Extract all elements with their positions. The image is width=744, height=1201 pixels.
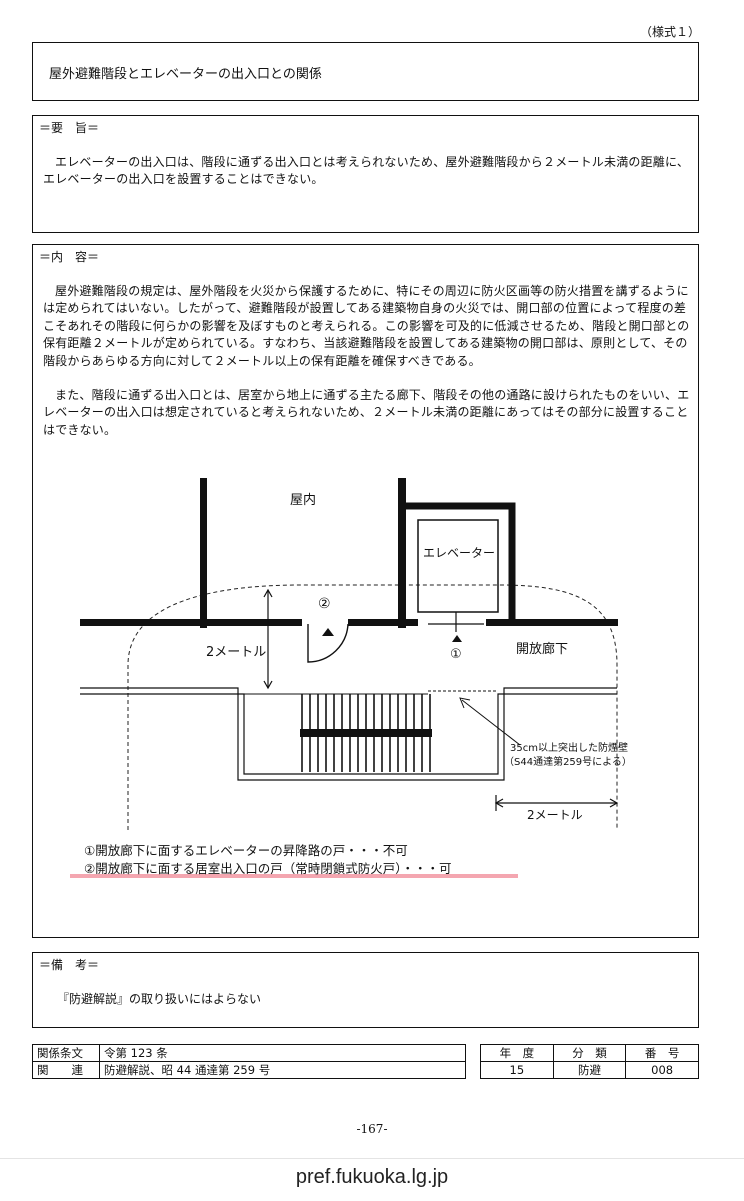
stair-outline bbox=[80, 693, 617, 775]
content-paragraph-1: 屋外避難階段の規定は、屋外階段を火災から保護するために、特にその周辺に防火区画等… bbox=[43, 284, 690, 368]
smoke-wall-label: 35cm以上突出した防煙壁 bbox=[510, 743, 628, 754]
smoke-wall-reference: （S44通達第259号による） bbox=[504, 757, 632, 768]
form-label: （様式１） bbox=[640, 25, 701, 39]
table-value: 15 bbox=[480, 1061, 554, 1079]
table-row: 関係条文 令第 123 条 bbox=[32, 1044, 466, 1062]
url-label[interactable]: pref.fukuoka.lg.jp bbox=[295, 1166, 449, 1188]
corridor-wall bbox=[348, 619, 418, 626]
table-header: 分 類 bbox=[552, 1044, 627, 1062]
title-box: 屋外避難階段とエレベーターの出入口との関係 bbox=[32, 42, 699, 101]
classification-table: 年 度 分 類 番 号 15 防避 008 bbox=[480, 1044, 699, 1079]
marker-triangle-2 bbox=[322, 628, 334, 636]
table-header: 番 号 bbox=[625, 1044, 699, 1062]
table-row: 15 防避 008 bbox=[480, 1061, 699, 1079]
marker-triangle-1 bbox=[452, 635, 462, 642]
distance-label-left: 2メートル bbox=[206, 645, 267, 660]
indoor-wall-left bbox=[200, 478, 207, 628]
page-title: 屋外避難階段とエレベーターの出入口との関係 bbox=[49, 67, 322, 82]
corridor-wall bbox=[486, 619, 618, 626]
floor-plan-diagram bbox=[70, 478, 619, 878]
content-paragraph-2: また、階段に通ずる出入口とは、居室から地上に通ずる主たる廊下、階段その他の通路に… bbox=[43, 388, 690, 437]
remarks-box: ＝備 考＝ 『防避解説』の取り扱いにはよらない bbox=[32, 952, 699, 1028]
table-label: 関 連 bbox=[32, 1061, 100, 1079]
page-number: -167- bbox=[356, 1122, 388, 1136]
table-value: 令第 123 条 bbox=[99, 1044, 466, 1062]
summary-heading: ＝要 旨＝ bbox=[39, 121, 100, 135]
browser-address-bar[interactable] bbox=[0, 1158, 744, 1201]
marker-2-label: ② bbox=[318, 596, 331, 612]
stair-landing-bar bbox=[300, 729, 432, 737]
stair-outline bbox=[80, 687, 617, 781]
table-label: 関係条文 bbox=[32, 1044, 100, 1062]
remarks-text: 『防避解説』の取り扱いにはよらない bbox=[57, 992, 262, 1006]
elevator-label: エレベーター bbox=[423, 546, 496, 560]
table-row: 年 度 分 類 番 号 bbox=[480, 1044, 699, 1062]
content-box: ＝内 容＝ 屋外避難階段の規定は、屋外階段を火災から保護するために、特にその周辺… bbox=[32, 244, 699, 938]
table-value: 防避 bbox=[552, 1061, 627, 1079]
table-header: 年 度 bbox=[480, 1044, 554, 1062]
highlight-underline bbox=[70, 874, 518, 878]
elevator-car bbox=[417, 519, 499, 613]
indoor-wall-right bbox=[398, 478, 406, 628]
distance-label-bottom: 2メートル bbox=[527, 808, 583, 822]
corridor-label: 開放廊下 bbox=[516, 642, 569, 657]
elevator-shaft bbox=[402, 502, 516, 626]
room-door bbox=[307, 623, 349, 663]
table-row: 関 連 防避解説、昭 44 通達第 259 号 bbox=[32, 1061, 466, 1079]
corridor-wall bbox=[80, 619, 302, 626]
note-2: ②開放廊下に面する居室出入口の戸（常時閉鎖式防火戸）・・・可 bbox=[84, 861, 452, 876]
summary-text: エレベーターの出入口は、階段に通ずる出入口とは考えられないため、屋外避難階段から… bbox=[43, 155, 690, 187]
content-heading: ＝内 容＝ bbox=[39, 250, 100, 264]
marker-1-label: ① bbox=[450, 647, 462, 662]
summary-box: ＝要 旨＝ エレベーターの出入口は、階段に通ずる出入口とは考えられないため、屋外… bbox=[32, 115, 699, 233]
related-articles-table: 関係条文 令第 123 条 関 連 防避解説、昭 44 通達第 259 号 bbox=[32, 1044, 466, 1079]
table-value: 防避解説、昭 44 通達第 259 号 bbox=[99, 1061, 466, 1079]
leader-line bbox=[461, 699, 521, 746]
indoor-label: 屋内 bbox=[290, 493, 317, 508]
note-1: ①開放廊下に面するエレベーターの昇降路の戸・・・不可 bbox=[84, 843, 408, 858]
table-value: 008 bbox=[625, 1061, 699, 1079]
remarks-heading: ＝備 考＝ bbox=[39, 958, 100, 972]
